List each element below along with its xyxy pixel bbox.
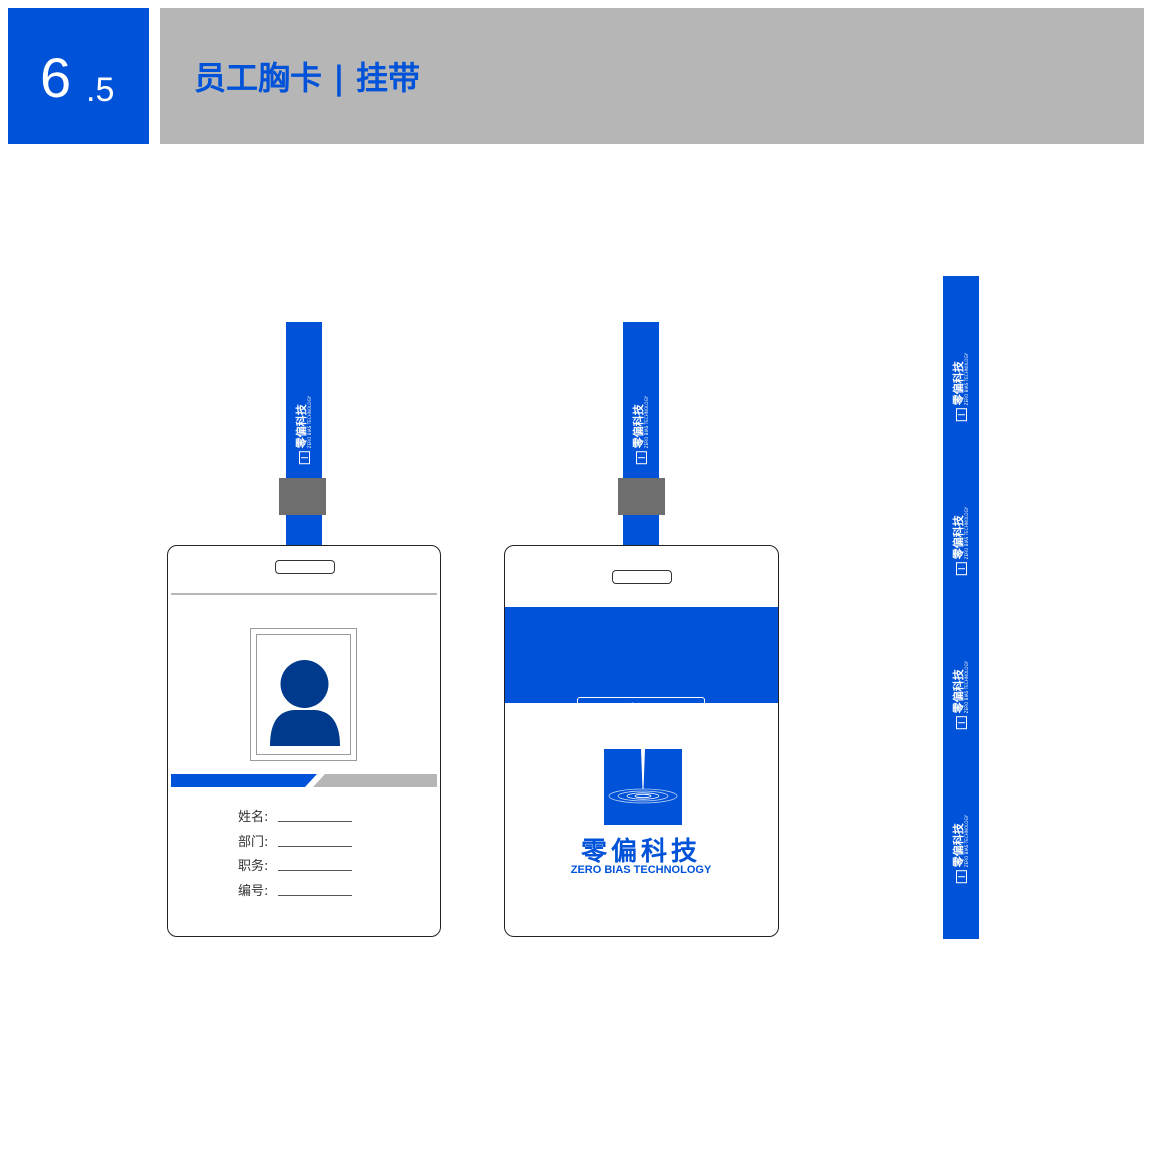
- strap-brand-cn: 零偏科技: [952, 669, 965, 714]
- back-card: 工作证 零偏科技 ZERO BIAS TECHNOLOGY: [504, 545, 779, 937]
- strap-logo-repeat: 零偏科技 ZERO BIAS TECHNOLOGY: [952, 506, 969, 576]
- field-position: 职务:: [238, 855, 353, 874]
- lanyard-strap-full: 零偏科技 ZERO BIAS TECHNOLOGY 零偏科技 ZERO BIAS…: [943, 276, 979, 939]
- front-card-lanyard: 零偏科技 ZERO BIAS TECHNOLOGY: [286, 322, 322, 566]
- top-divider: [171, 593, 437, 595]
- field-input-line: [278, 846, 353, 847]
- strap-brand-cn: 零偏科技: [952, 823, 965, 868]
- front-card: 姓名: 部门: 职务: 编号:: [167, 545, 441, 937]
- strap-logo-repeat: 零偏科技 ZERO BIAS TECHNOLOGY: [952, 814, 969, 884]
- strap-brand-cn: 零偏科技: [952, 361, 965, 406]
- strap-brand-cn: 零偏科技: [632, 404, 645, 449]
- strap-brand-en: ZERO BIAS TECHNOLOGY: [964, 660, 969, 714]
- field-input-line: [278, 870, 353, 871]
- field-label: 职务:: [238, 859, 269, 874]
- strap-brand-en: ZERO BIAS TECHNOLOGY: [964, 352, 969, 406]
- field-number: 编号:: [238, 880, 353, 899]
- field-input-line: [278, 895, 353, 896]
- back-card-clip: [618, 478, 665, 515]
- section-number-box: 6 .5: [8, 8, 149, 144]
- card-slot: [275, 560, 335, 574]
- field-label: 姓名:: [238, 810, 269, 825]
- accent-stripe: [171, 774, 437, 787]
- mini-logo-icon: [955, 870, 967, 884]
- photo-inner-frame: [256, 634, 351, 755]
- strap-brand-en: ZERO BIAS TECHNOLOGY: [644, 395, 649, 449]
- title-bar: 员工胸卡 | 挂带: [160, 8, 1144, 144]
- badge-title: 工作证: [577, 697, 705, 737]
- badge-title-band: 工作证: [505, 607, 778, 737]
- brand-name-cn: 零偏科技: [580, 837, 701, 867]
- field-input-line: [278, 821, 353, 822]
- mini-logo-icon: [955, 716, 967, 730]
- mini-logo-icon: [635, 451, 647, 465]
- strap-logo-repeat: 零偏科技 ZERO BIAS TECHNOLOGY: [952, 352, 969, 422]
- strap-brand-en: ZERO BIAS TECHNOLOGY: [964, 506, 969, 560]
- brand-name-en: ZERO BIAS TECHNOLOGY: [570, 864, 712, 876]
- mini-logo-icon: [298, 451, 310, 465]
- photo-frame: [250, 628, 357, 761]
- strap-brand-cn: 零偏科技: [295, 404, 308, 449]
- strap-logo: 零偏科技 ZERO BIAS TECHNOLOGY: [632, 395, 649, 465]
- field-department: 部门:: [238, 831, 353, 850]
- page-title: 员工胸卡 | 挂带: [194, 59, 420, 97]
- strap-brand-en: ZERO BIAS TECHNOLOGY: [964, 814, 969, 868]
- card-slot: [612, 570, 672, 584]
- brand-logo-icon: [604, 749, 682, 825]
- mini-logo-icon: [955, 562, 967, 576]
- section-number-minor: .5: [86, 71, 115, 109]
- strap-brand-en: ZERO BIAS TECHNOLOGY: [307, 395, 312, 449]
- strap-brand-cn: 零偏科技: [952, 515, 965, 560]
- field-label: 编号:: [238, 884, 269, 899]
- back-card-lanyard: 零偏科技 ZERO BIAS TECHNOLOGY: [623, 322, 659, 572]
- strap-logo-repeat: 零偏科技 ZERO BIAS TECHNOLOGY: [952, 660, 969, 730]
- field-name: 姓名:: [238, 806, 353, 825]
- avatar-icon: [270, 660, 340, 746]
- front-card-clip: [279, 478, 326, 515]
- mini-logo-icon: [955, 408, 967, 422]
- strap-logo: 零偏科技 ZERO BIAS TECHNOLOGY: [295, 395, 312, 465]
- section-number-major: 6: [40, 46, 72, 109]
- field-label: 部门:: [238, 835, 269, 850]
